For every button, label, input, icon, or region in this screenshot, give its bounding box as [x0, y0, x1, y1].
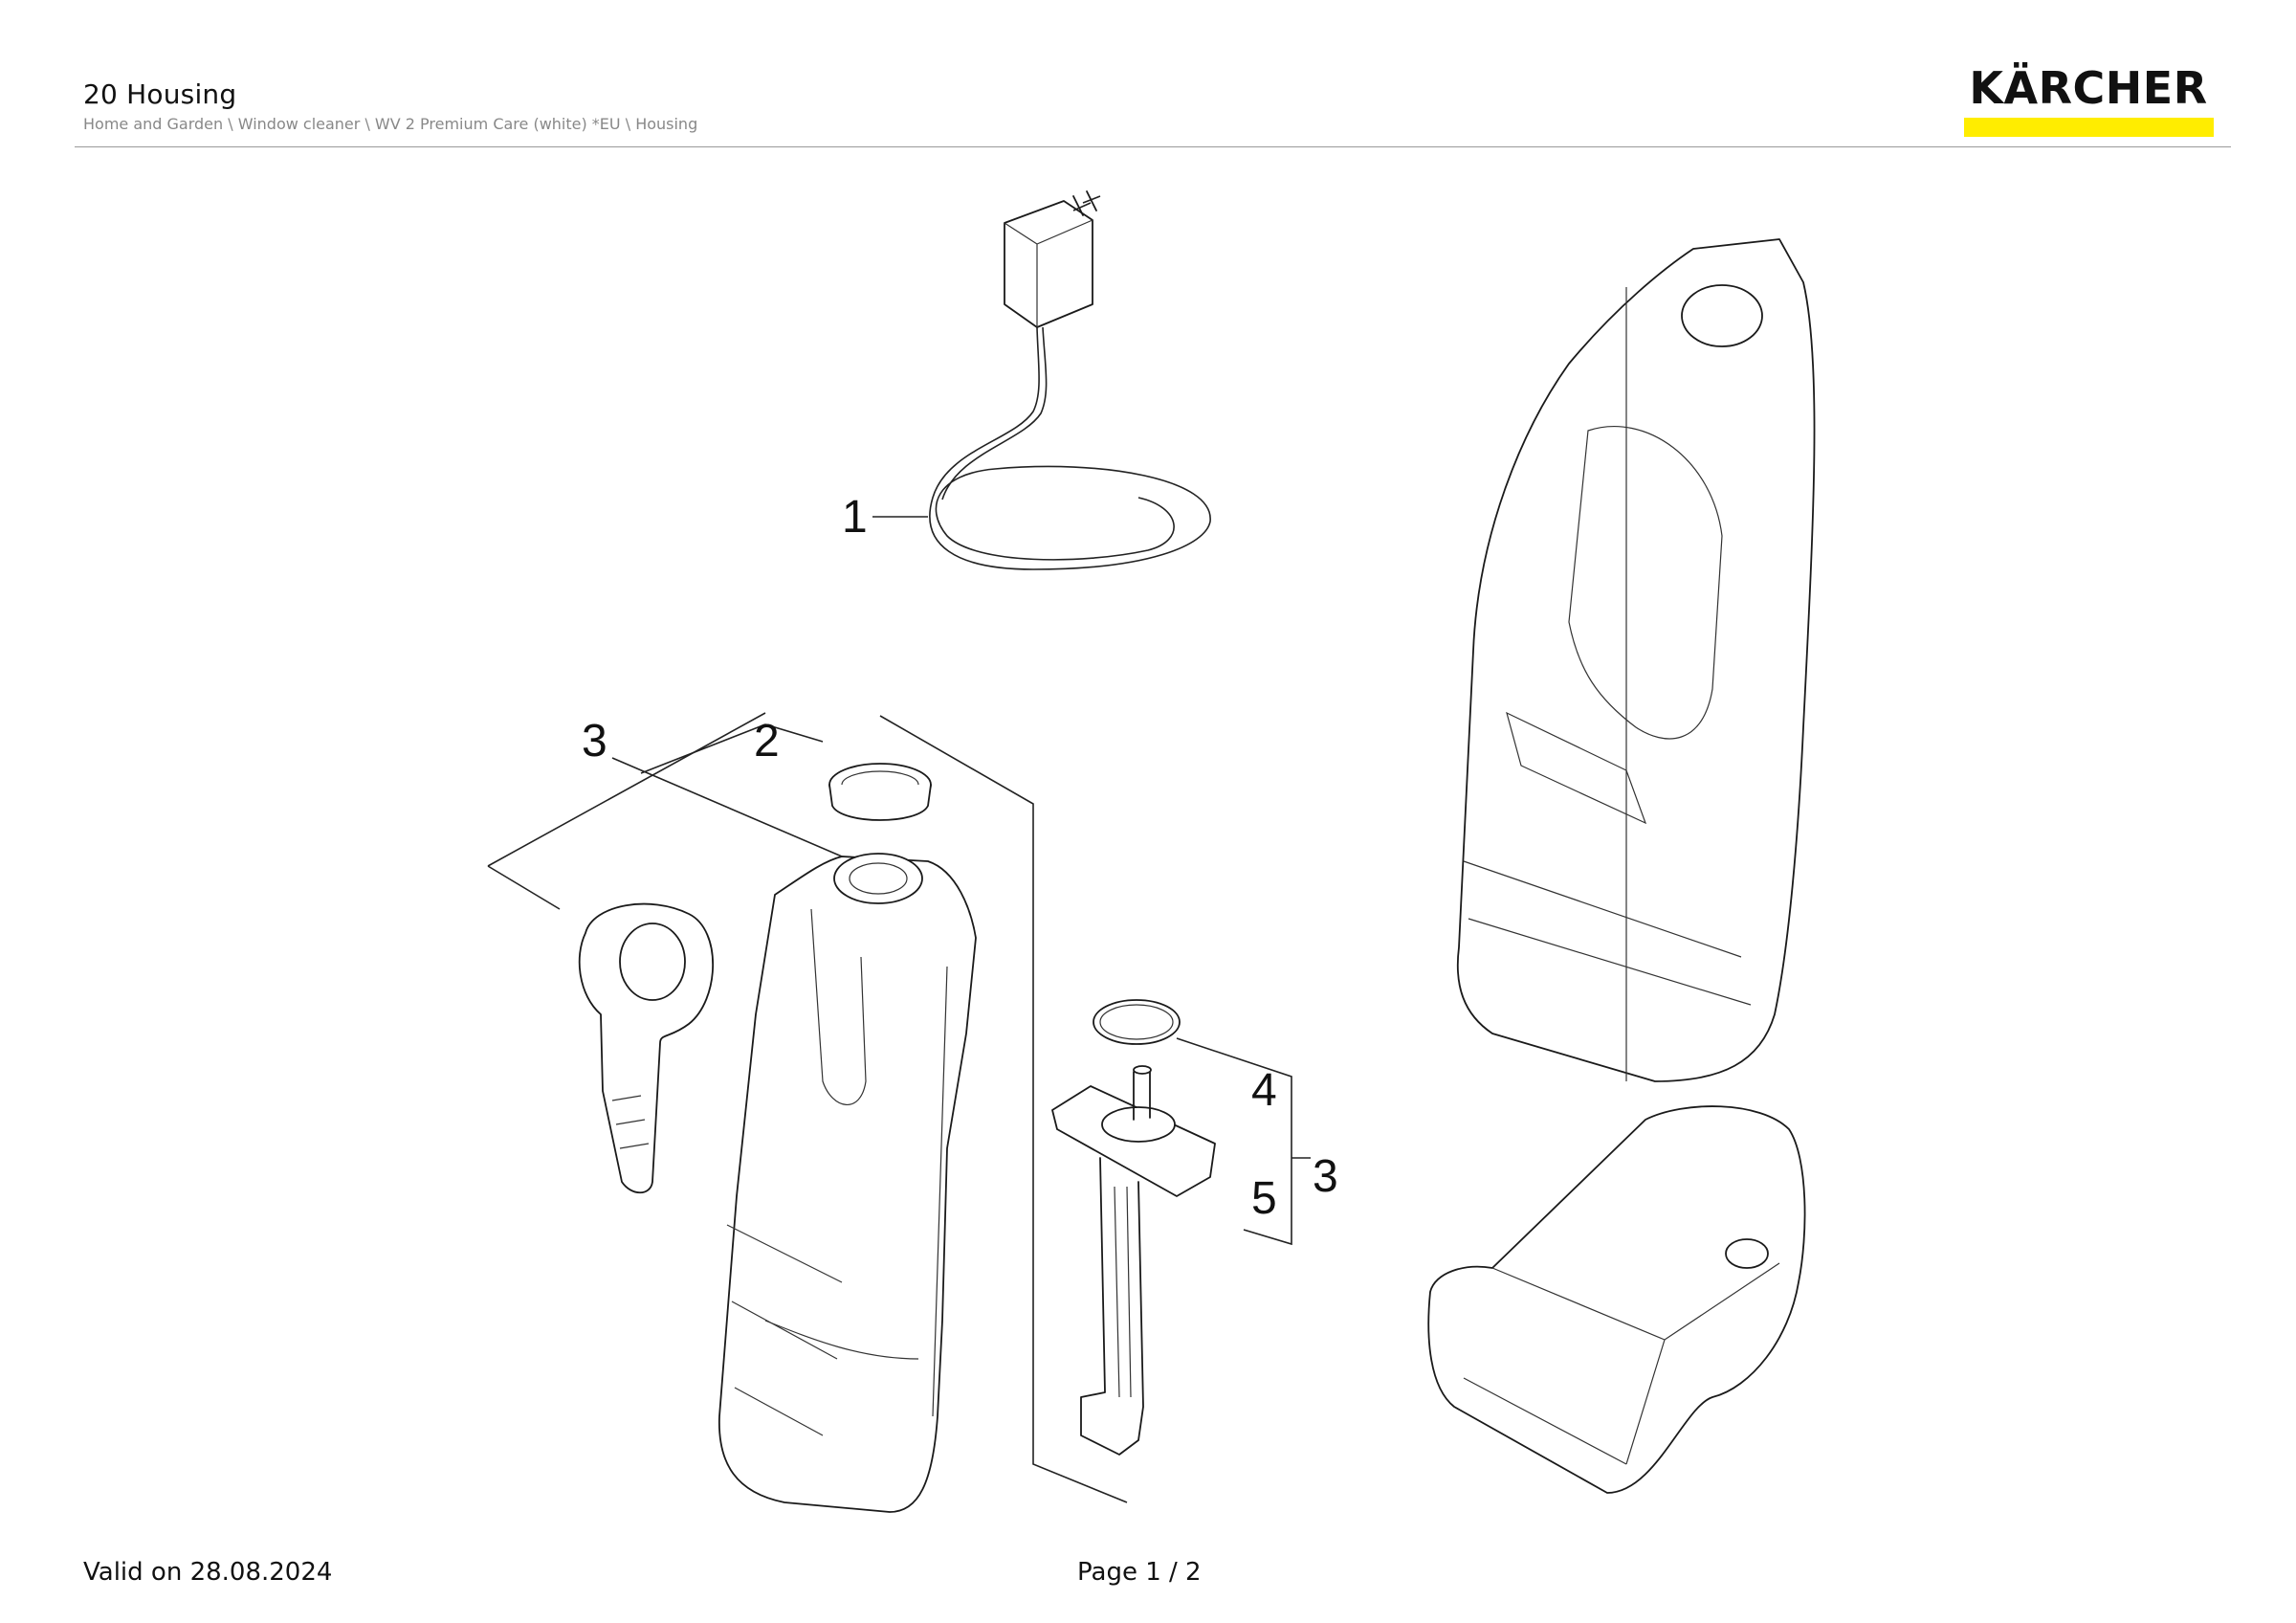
- callout-5: 5: [1251, 1173, 1277, 1224]
- page-title: 20 Housing: [83, 78, 237, 110]
- cap-strap-part: [578, 902, 714, 1194]
- callout-2: 2: [754, 716, 780, 767]
- logo-yellow-bar: [1964, 118, 2214, 137]
- validity-date: Valid on 28.08.2024: [83, 1558, 333, 1587]
- callout-leaders: [487, 516, 1311, 1503]
- page-number: Page 1 / 2: [1077, 1558, 1202, 1587]
- breadcrumb: Home and Garden \ Window cleaner \ WV 2 …: [83, 115, 698, 133]
- charging-base-part: [1427, 1105, 1806, 1494]
- charger-part: [929, 190, 1211, 570]
- brand-logo: KÄRCHER: [1963, 63, 2214, 140]
- logo-wordmark: KÄRCHER: [1969, 62, 2208, 114]
- pump-holder-part: [1051, 1065, 1216, 1456]
- o-ring-part: [1093, 999, 1181, 1045]
- header-divider: [75, 146, 2231, 147]
- callout-4: 4: [1251, 1065, 1277, 1116]
- callout-1: 1: [842, 492, 868, 543]
- water-tank-part: [718, 853, 977, 1513]
- callout-3-left: 3: [582, 716, 607, 767]
- main-body-part: [1456, 238, 1816, 1082]
- filter-ring-part: [828, 763, 932, 821]
- callout-3-right: 3: [1313, 1151, 1338, 1202]
